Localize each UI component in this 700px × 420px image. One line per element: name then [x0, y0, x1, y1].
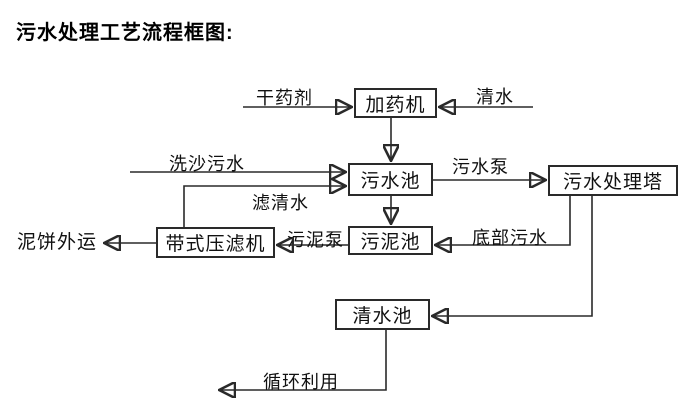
node-sludge-pool: 污泥池 [348, 226, 433, 255]
edge-label-dry-chemical: 干药剂 [256, 88, 313, 108]
node-dosing-machine-label: 加药机 [365, 94, 426, 116]
node-dosing-machine: 加药机 [354, 88, 437, 118]
node-sewage-pool: 污水池 [348, 163, 433, 196]
edge-label-recycling: 循环利用 [263, 372, 339, 392]
node-sewage-treatment-tower: 污水处理塔 [548, 165, 678, 196]
node-clear-water-pool-label: 清水池 [352, 306, 413, 327]
node-sewage-pool-label: 污水池 [360, 171, 421, 192]
edge-filtered-water-to-sewage-pool [183, 186, 346, 227]
edge-label-sludge-pump: 污泥泵 [287, 230, 344, 250]
edge-clear-water-pool-to-recycling [219, 330, 387, 390]
node-belt-filter-press-label: 带式压滤机 [165, 234, 266, 255]
edge-label-mud-cake-transport: 泥饼外运 [17, 232, 98, 253]
edge-label-sewage-pump: 污水泵 [452, 157, 509, 177]
node-sludge-pool-label: 污泥池 [360, 232, 421, 253]
node-belt-filter-press: 带式压滤机 [156, 227, 275, 258]
edge-tower-to-clear-water-pool [432, 196, 593, 316]
diagram-title: 污水处理工艺流程框图: [16, 22, 234, 44]
edge-tower-bottom-sewage-to-sludge-pool [435, 196, 571, 245]
edge-label-filtered-clear-water: 滤清水 [252, 193, 309, 213]
node-sewage-treatment-tower-label: 污水处理塔 [562, 172, 663, 193]
edge-label-clear-water: 清水 [476, 87, 514, 107]
edge-label-sand-washing-sewage: 洗沙污水 [169, 154, 245, 174]
edge-label-bottom-sewage: 底部污水 [472, 228, 548, 248]
node-clear-water-pool: 清水池 [335, 299, 430, 330]
